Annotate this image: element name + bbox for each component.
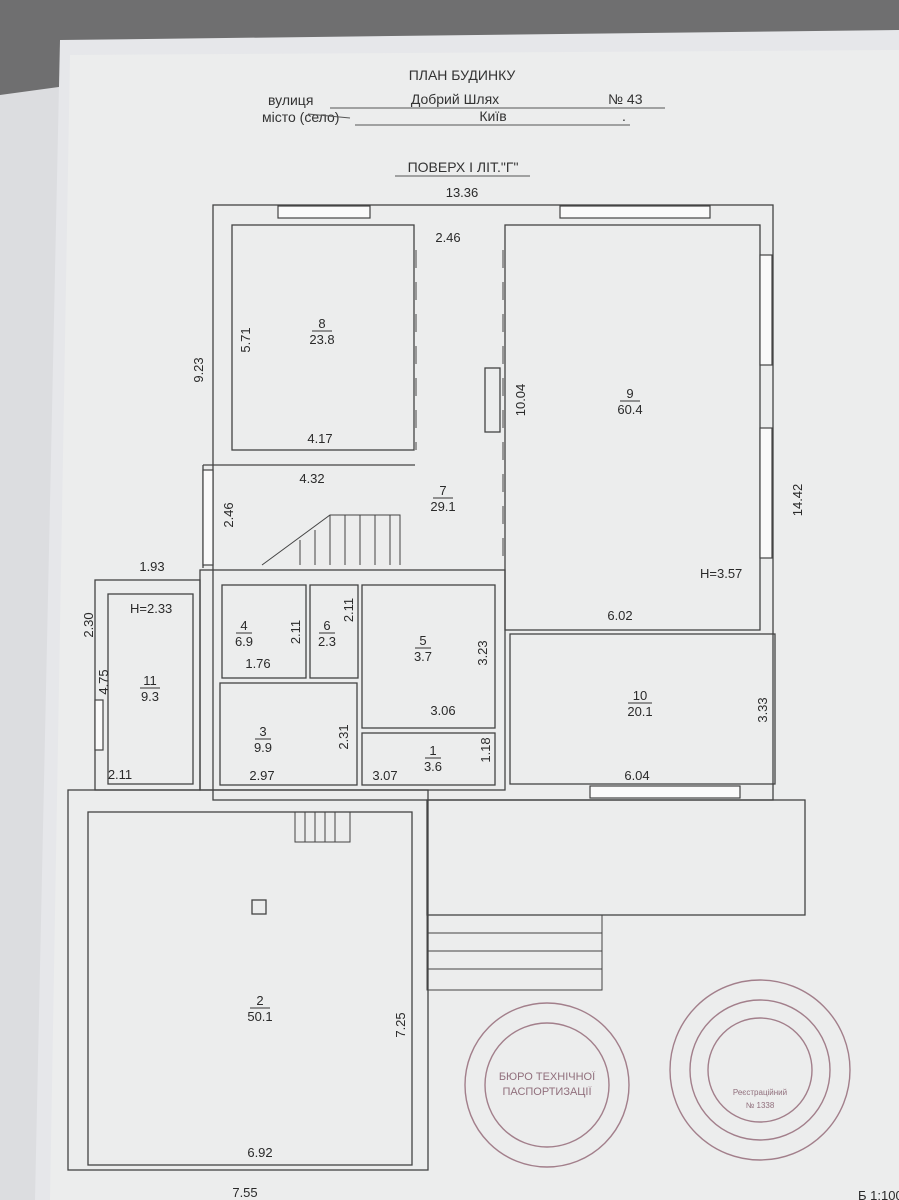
house-number: № 43 <box>608 91 643 107</box>
svg-text:2.11: 2.11 <box>288 620 303 644</box>
svg-text:6.04: 6.04 <box>624 768 649 783</box>
svg-text:3.07: 3.07 <box>372 768 397 783</box>
svg-text:3.33: 3.33 <box>755 697 770 722</box>
street-label: вулиця <box>268 92 313 108</box>
svg-text:5.71: 5.71 <box>238 327 253 352</box>
room-1: 13.6 <box>424 743 442 774</box>
stamp-registrar: Реєстраційний № 1338 <box>669 979 851 1161</box>
svg-text:23.8: 23.8 <box>309 332 334 347</box>
document-title: ПЛАН БУДИНКУ <box>409 67 516 83</box>
svg-text:60.4: 60.4 <box>617 402 642 417</box>
svg-text:10.04: 10.04 <box>513 384 528 417</box>
svg-text:3.06: 3.06 <box>430 703 455 718</box>
svg-text:5: 5 <box>419 633 426 648</box>
windows <box>94 205 773 799</box>
svg-text:6: 6 <box>323 618 330 633</box>
svg-text:7.25: 7.25 <box>393 1012 408 1037</box>
svg-text:БЮРО ТЕХНІЧНОЇ: БЮРО ТЕХНІЧНОЇ <box>499 1071 596 1083</box>
svg-text:9: 9 <box>626 386 633 401</box>
svg-text:2.11: 2.11 <box>108 767 132 782</box>
city-label: місто (село) <box>262 109 339 125</box>
svg-text:14.42: 14.42 <box>790 484 805 517</box>
room-2: 250.1 <box>247 993 272 1024</box>
svg-text:3: 3 <box>259 724 266 739</box>
svg-text:3.7: 3.7 <box>414 649 432 664</box>
svg-text:№ 1338: № 1338 <box>746 1101 775 1110</box>
svg-text:4.75: 4.75 <box>96 669 111 694</box>
room-8: 823.8 <box>309 316 334 347</box>
city-dot: . <box>622 108 626 124</box>
svg-text:50.1: 50.1 <box>247 1009 272 1024</box>
room-9: 960.4 <box>617 386 642 417</box>
svg-text:ПАСПОРТИЗАЦІЇ: ПАСПОРТИЗАЦІЇ <box>502 1086 592 1098</box>
svg-text:2.11: 2.11 <box>341 598 356 622</box>
main-sheet <box>50 50 899 1200</box>
svg-text:6.9: 6.9 <box>235 634 253 649</box>
room-11: 119.3 <box>140 673 160 704</box>
scale-fragment: Б 1:100 <box>858 1188 899 1200</box>
height-annex: H=2.33 <box>130 601 172 616</box>
city-value: Київ <box>479 108 506 124</box>
svg-text:2.3: 2.3 <box>318 634 336 649</box>
svg-text:2.46: 2.46 <box>221 502 236 527</box>
svg-text:9.23: 9.23 <box>191 357 206 382</box>
svg-text:20.1: 20.1 <box>627 704 652 719</box>
svg-text:9.3: 9.3 <box>141 689 159 704</box>
svg-text:1: 1 <box>429 743 436 758</box>
svg-text:2.46: 2.46 <box>435 230 460 245</box>
svg-text:4.32: 4.32 <box>299 471 324 486</box>
svg-text:1.76: 1.76 <box>245 656 270 671</box>
svg-text:2: 2 <box>256 993 263 1008</box>
document-header: ПЛАН БУДИНКУ вулиця Добрий Шлях № 43 міс… <box>262 67 665 177</box>
svg-text:11: 11 <box>143 673 157 688</box>
svg-text:1.93: 1.93 <box>139 559 164 574</box>
svg-text:13.36: 13.36 <box>446 185 479 200</box>
svg-text:10: 10 <box>633 688 647 703</box>
svg-text:6.92: 6.92 <box>247 1145 272 1160</box>
svg-text:7.55: 7.55 <box>232 1185 257 1200</box>
svg-text:3.23: 3.23 <box>475 640 490 665</box>
room-3: 39.9 <box>254 724 272 755</box>
svg-text:Реєстраційний: Реєстраційний <box>733 1088 787 1097</box>
strikethrough <box>307 113 351 119</box>
svg-text:2.97: 2.97 <box>249 768 274 783</box>
room-7: 729.1 <box>430 483 455 514</box>
svg-text:2.31: 2.31 <box>336 724 351 749</box>
height-main: H=3.57 <box>700 566 742 581</box>
floor-title: ПОВЕРХ І ЛІТ."Г" <box>408 159 519 175</box>
svg-text:6.02: 6.02 <box>607 608 632 623</box>
svg-text:29.1: 29.1 <box>430 499 455 514</box>
svg-text:7: 7 <box>439 483 446 498</box>
room-labels: 823.8 960.4 729.1 119.3 46.9 62.3 53.7 3… <box>130 316 742 1024</box>
svg-text:3.6: 3.6 <box>424 759 442 774</box>
svg-text:9.9: 9.9 <box>254 740 272 755</box>
dimension-labels: 13.36 2.46 9.23 5.71 4.17 10.04 14.42 4.… <box>81 185 805 1200</box>
svg-text:8: 8 <box>318 316 325 331</box>
walls <box>67 204 806 1171</box>
svg-text:4: 4 <box>240 618 247 633</box>
room-6: 62.3 <box>318 618 336 649</box>
room-4: 46.9 <box>235 618 253 649</box>
stairs <box>261 514 603 991</box>
svg-text:4.17: 4.17 <box>307 431 332 446</box>
svg-text:1.18: 1.18 <box>478 737 493 762</box>
svg-text:2.30: 2.30 <box>81 612 96 637</box>
room-5: 53.7 <box>414 633 432 664</box>
stamp-bureau: БЮРО ТЕХНІЧНОЇ ПАСПОРТИЗАЦІЇ <box>464 1002 630 1168</box>
street-value: Добрий Шлях <box>411 91 499 107</box>
